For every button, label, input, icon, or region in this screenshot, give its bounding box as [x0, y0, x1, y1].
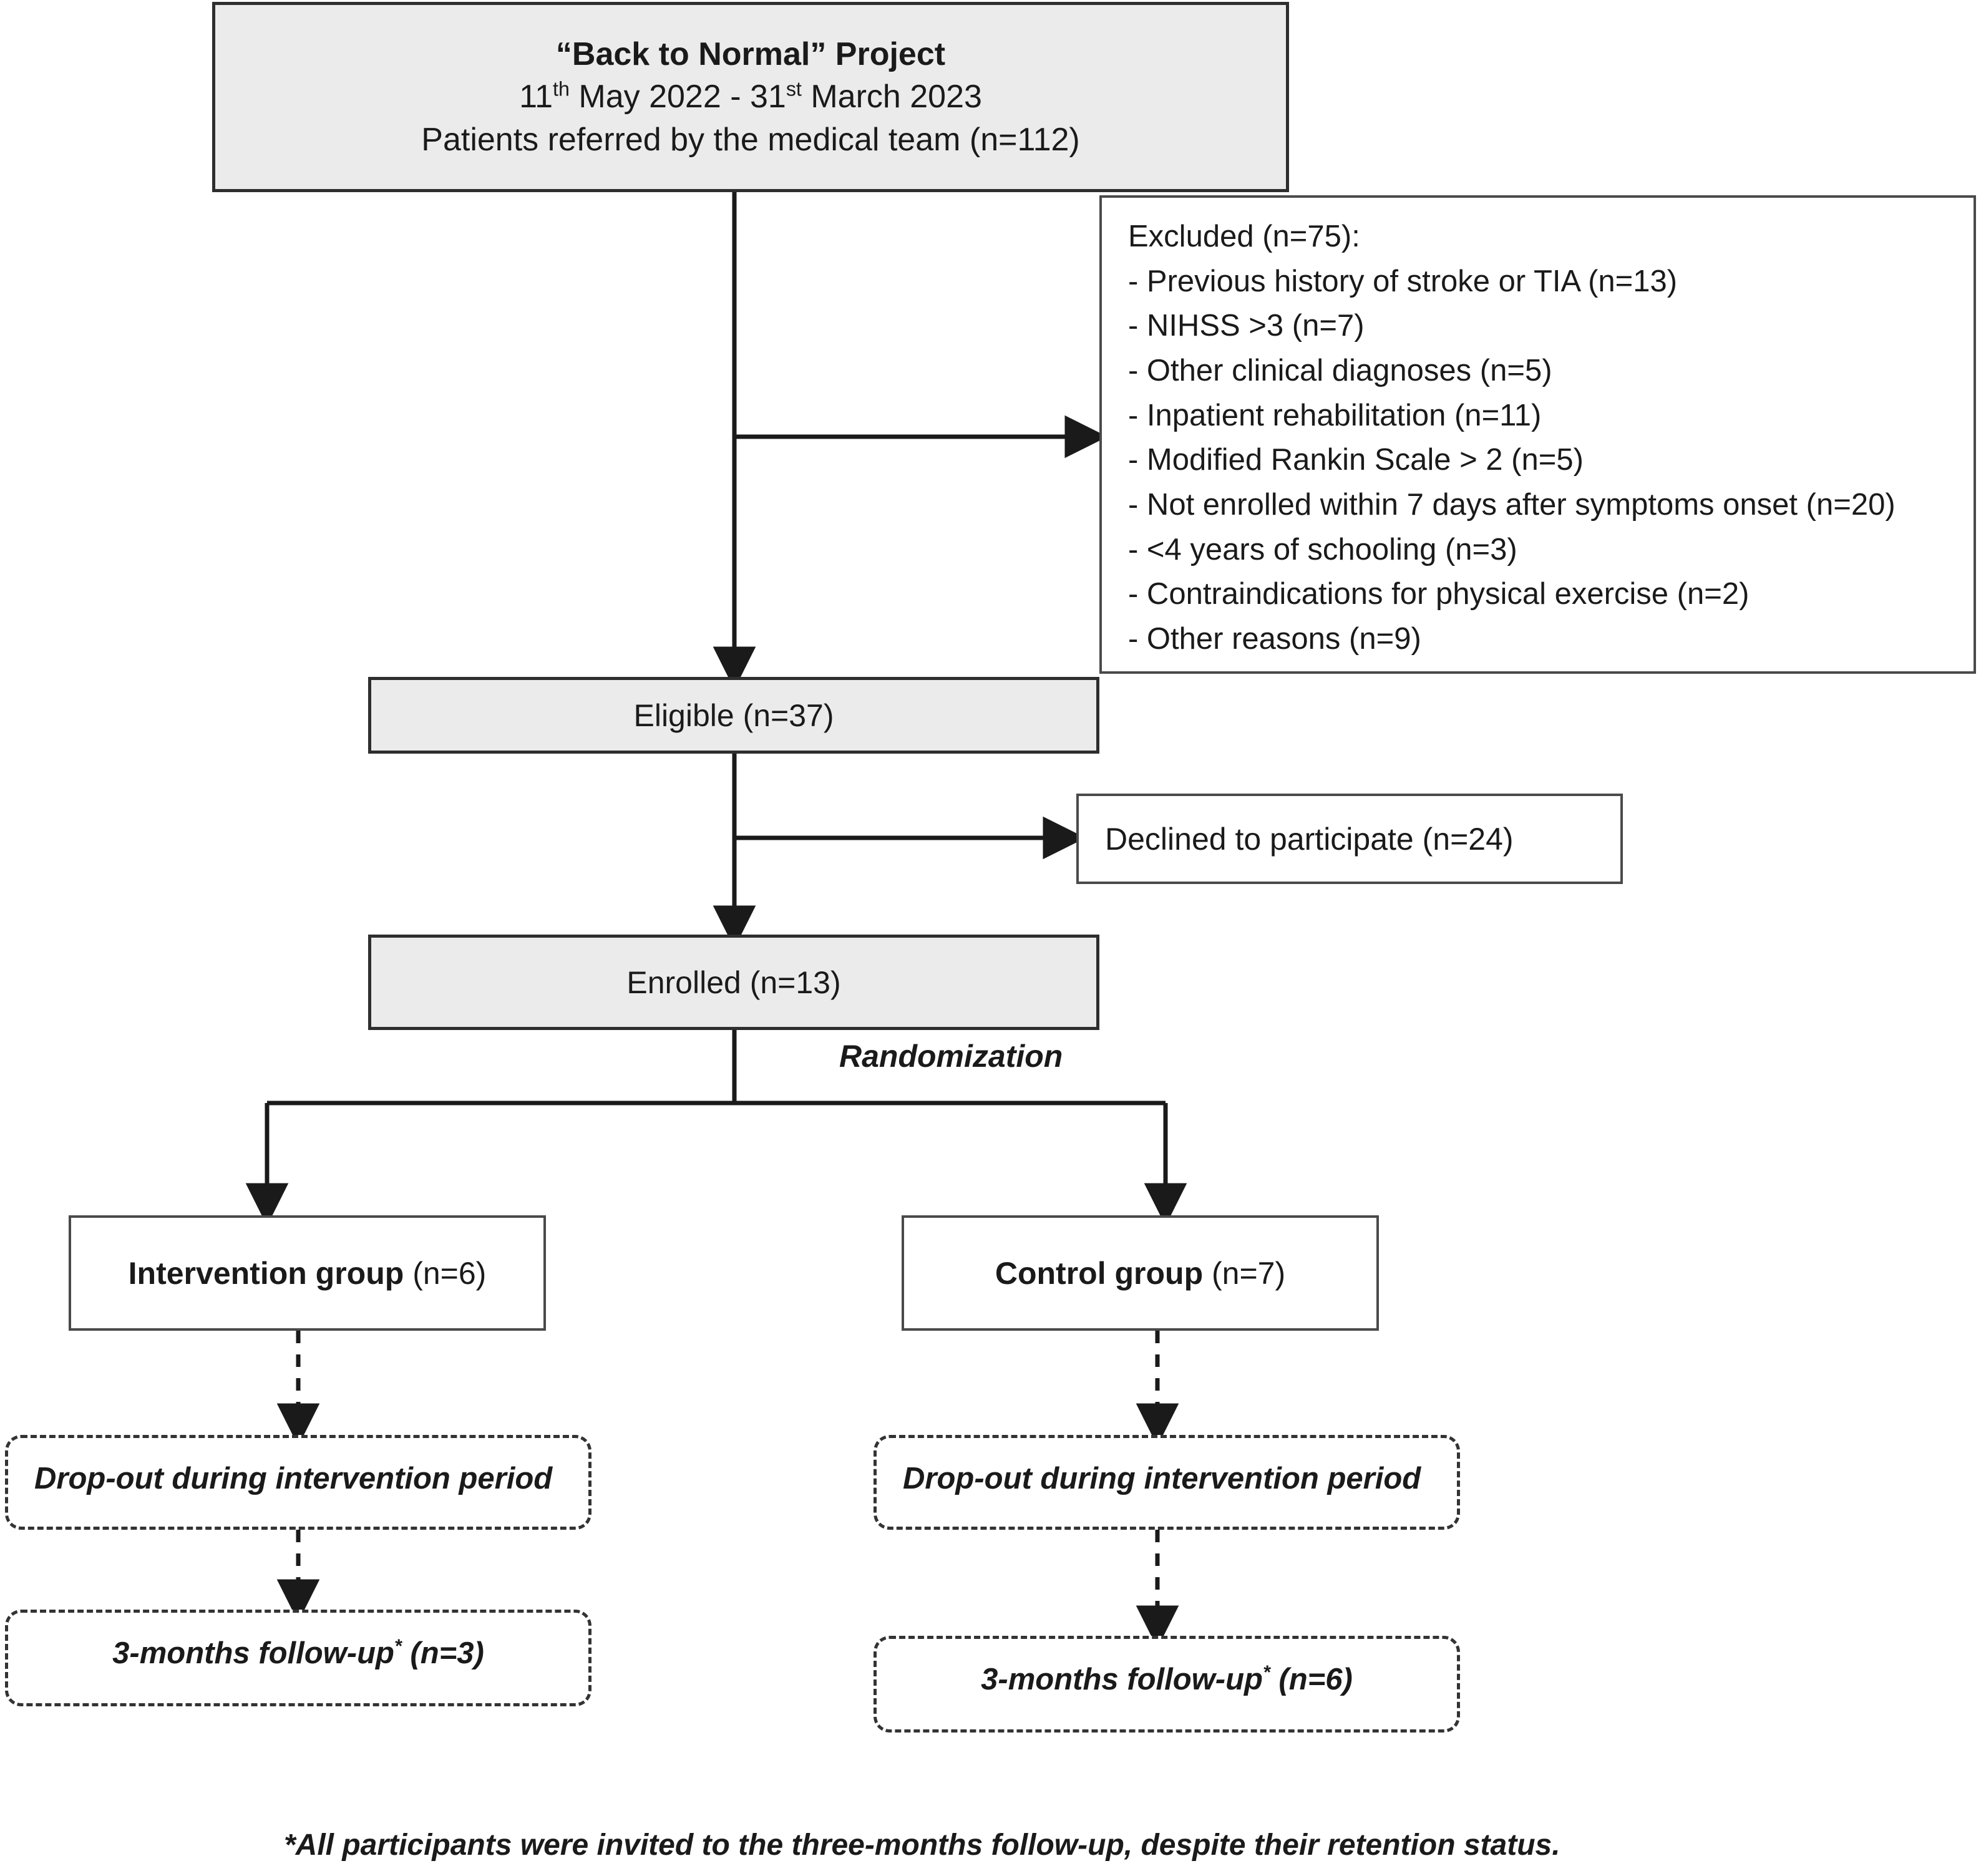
excluded-item-7: - <4 years of schooling (n=3) [1128, 532, 1517, 566]
excluded-box: Excluded (n=75): - Previous history of s… [1099, 195, 1976, 674]
excluded-item-8: - Contraindications for physical exercis… [1128, 577, 1750, 611]
control-group-box: Control group (n=7) [902, 1215, 1379, 1331]
followup-box-intervention: 3-months follow-up* (n=3) [5, 1610, 591, 1706]
declined-label: Declined to participate (n=24) [1105, 821, 1514, 857]
followup-label-intervention: 3-months follow-up [112, 1636, 394, 1670]
eligible-box: Eligible (n=37) [368, 677, 1099, 754]
project-date-range: 11th May 2022 - 31st March 2023 [519, 77, 982, 115]
followup-asterisk-intervention: * [394, 1635, 402, 1657]
intervention-group-box: Intervention group (n=6) [69, 1215, 546, 1331]
followup-count-intervention: (n=3) [401, 1636, 484, 1670]
eligible-label: Eligible (n=37) [633, 697, 834, 733]
followup-asterisk-control: * [1262, 1661, 1270, 1683]
declined-box: Declined to participate (n=24) [1076, 794, 1623, 884]
excluded-item-3: - Other clinical diagnoses (n=5) [1128, 354, 1552, 388]
excluded-item-9: - Other reasons (n=9) [1128, 622, 1421, 656]
excluded-item-2: - NIHSS >3 (n=7) [1128, 309, 1365, 343]
patients-referred: Patients referred by the medical team (n… [421, 121, 1080, 158]
excluded-list: Excluded (n=75): - Previous history of s… [1102, 198, 1896, 664]
followup-label-control: 3-months follow-up [981, 1663, 1263, 1696]
control-group-count: (n=7) [1203, 1255, 1286, 1291]
dropout-label-control: Drop-out during intervention period [903, 1462, 1421, 1495]
intervention-group-name: Intervention group [128, 1255, 404, 1291]
dropout-box-intervention: Drop-out during intervention period [5, 1435, 591, 1530]
control-group-name: Control group [995, 1255, 1204, 1291]
excluded-item-1: - Previous history of stroke or TIA (n=1… [1128, 264, 1678, 298]
dropout-label-intervention: Drop-out during intervention period [34, 1462, 553, 1495]
project-title: “Back to Normal” Project [555, 36, 946, 72]
enrolled-box: Enrolled (n=13) [368, 935, 1099, 1030]
dropout-box-control: Drop-out during intervention period [874, 1435, 1460, 1530]
excluded-item-4: - Inpatient rehabilitation (n=11) [1128, 398, 1542, 432]
project-header-box: “Back to Normal” Project 11th May 2022 -… [212, 2, 1289, 192]
followup-count-control: (n=6) [1270, 1663, 1353, 1696]
excluded-item-6: - Not enrolled within 7 days after sympt… [1128, 488, 1896, 522]
intervention-group-count: (n=6) [404, 1255, 487, 1291]
excluded-heading: Excluded (n=75): [1128, 220, 1360, 253]
footnote-text: *All participants were invited to the th… [284, 1829, 1560, 1862]
enrolled-label: Enrolled (n=13) [626, 965, 841, 1000]
randomization-label: Randomization [839, 1039, 1063, 1074]
excluded-item-5: - Modified Rankin Scale > 2 (n=5) [1128, 443, 1584, 477]
followup-box-control: 3-months follow-up* (n=6) [874, 1636, 1460, 1733]
